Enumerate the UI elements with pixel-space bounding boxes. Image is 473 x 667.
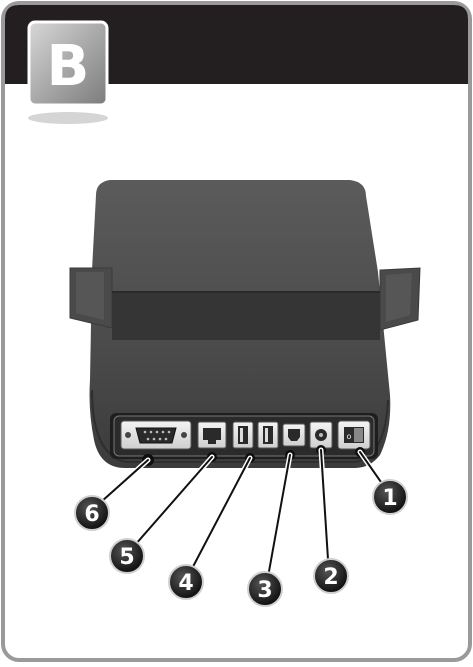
- section-badge: B: [27, 20, 109, 124]
- callout-4-label: 4: [178, 571, 193, 596]
- callout-3: 3: [247, 571, 283, 607]
- callout-5-label: 5: [119, 545, 134, 570]
- serial-port: [120, 420, 192, 450]
- usb-host-port-1: [232, 421, 254, 449]
- callout-6-label: 6: [84, 502, 99, 527]
- callout-2: 2: [313, 558, 349, 594]
- callout-2-label: 2: [323, 565, 338, 590]
- callout-1-label: 1: [382, 486, 397, 511]
- usb-device-port: [282, 423, 306, 447]
- svg-text:o: o: [347, 432, 352, 441]
- power-switch: o: [337, 420, 371, 450]
- callout-1: 1: [372, 479, 408, 515]
- usb-host-port-2: [257, 421, 279, 449]
- callout-3-label: 3: [257, 578, 272, 603]
- printer-body: [69, 180, 421, 468]
- paper-slot: [112, 292, 380, 340]
- power-jack: [309, 421, 333, 449]
- callout-5: 5: [109, 538, 145, 574]
- ethernet-port: [197, 421, 227, 449]
- header-bar: [5, 5, 468, 84]
- callout-6: 6: [74, 495, 110, 531]
- callout-4: 4: [168, 564, 204, 600]
- section-letter: B: [47, 34, 90, 99]
- connector-panel: o: [110, 413, 378, 459]
